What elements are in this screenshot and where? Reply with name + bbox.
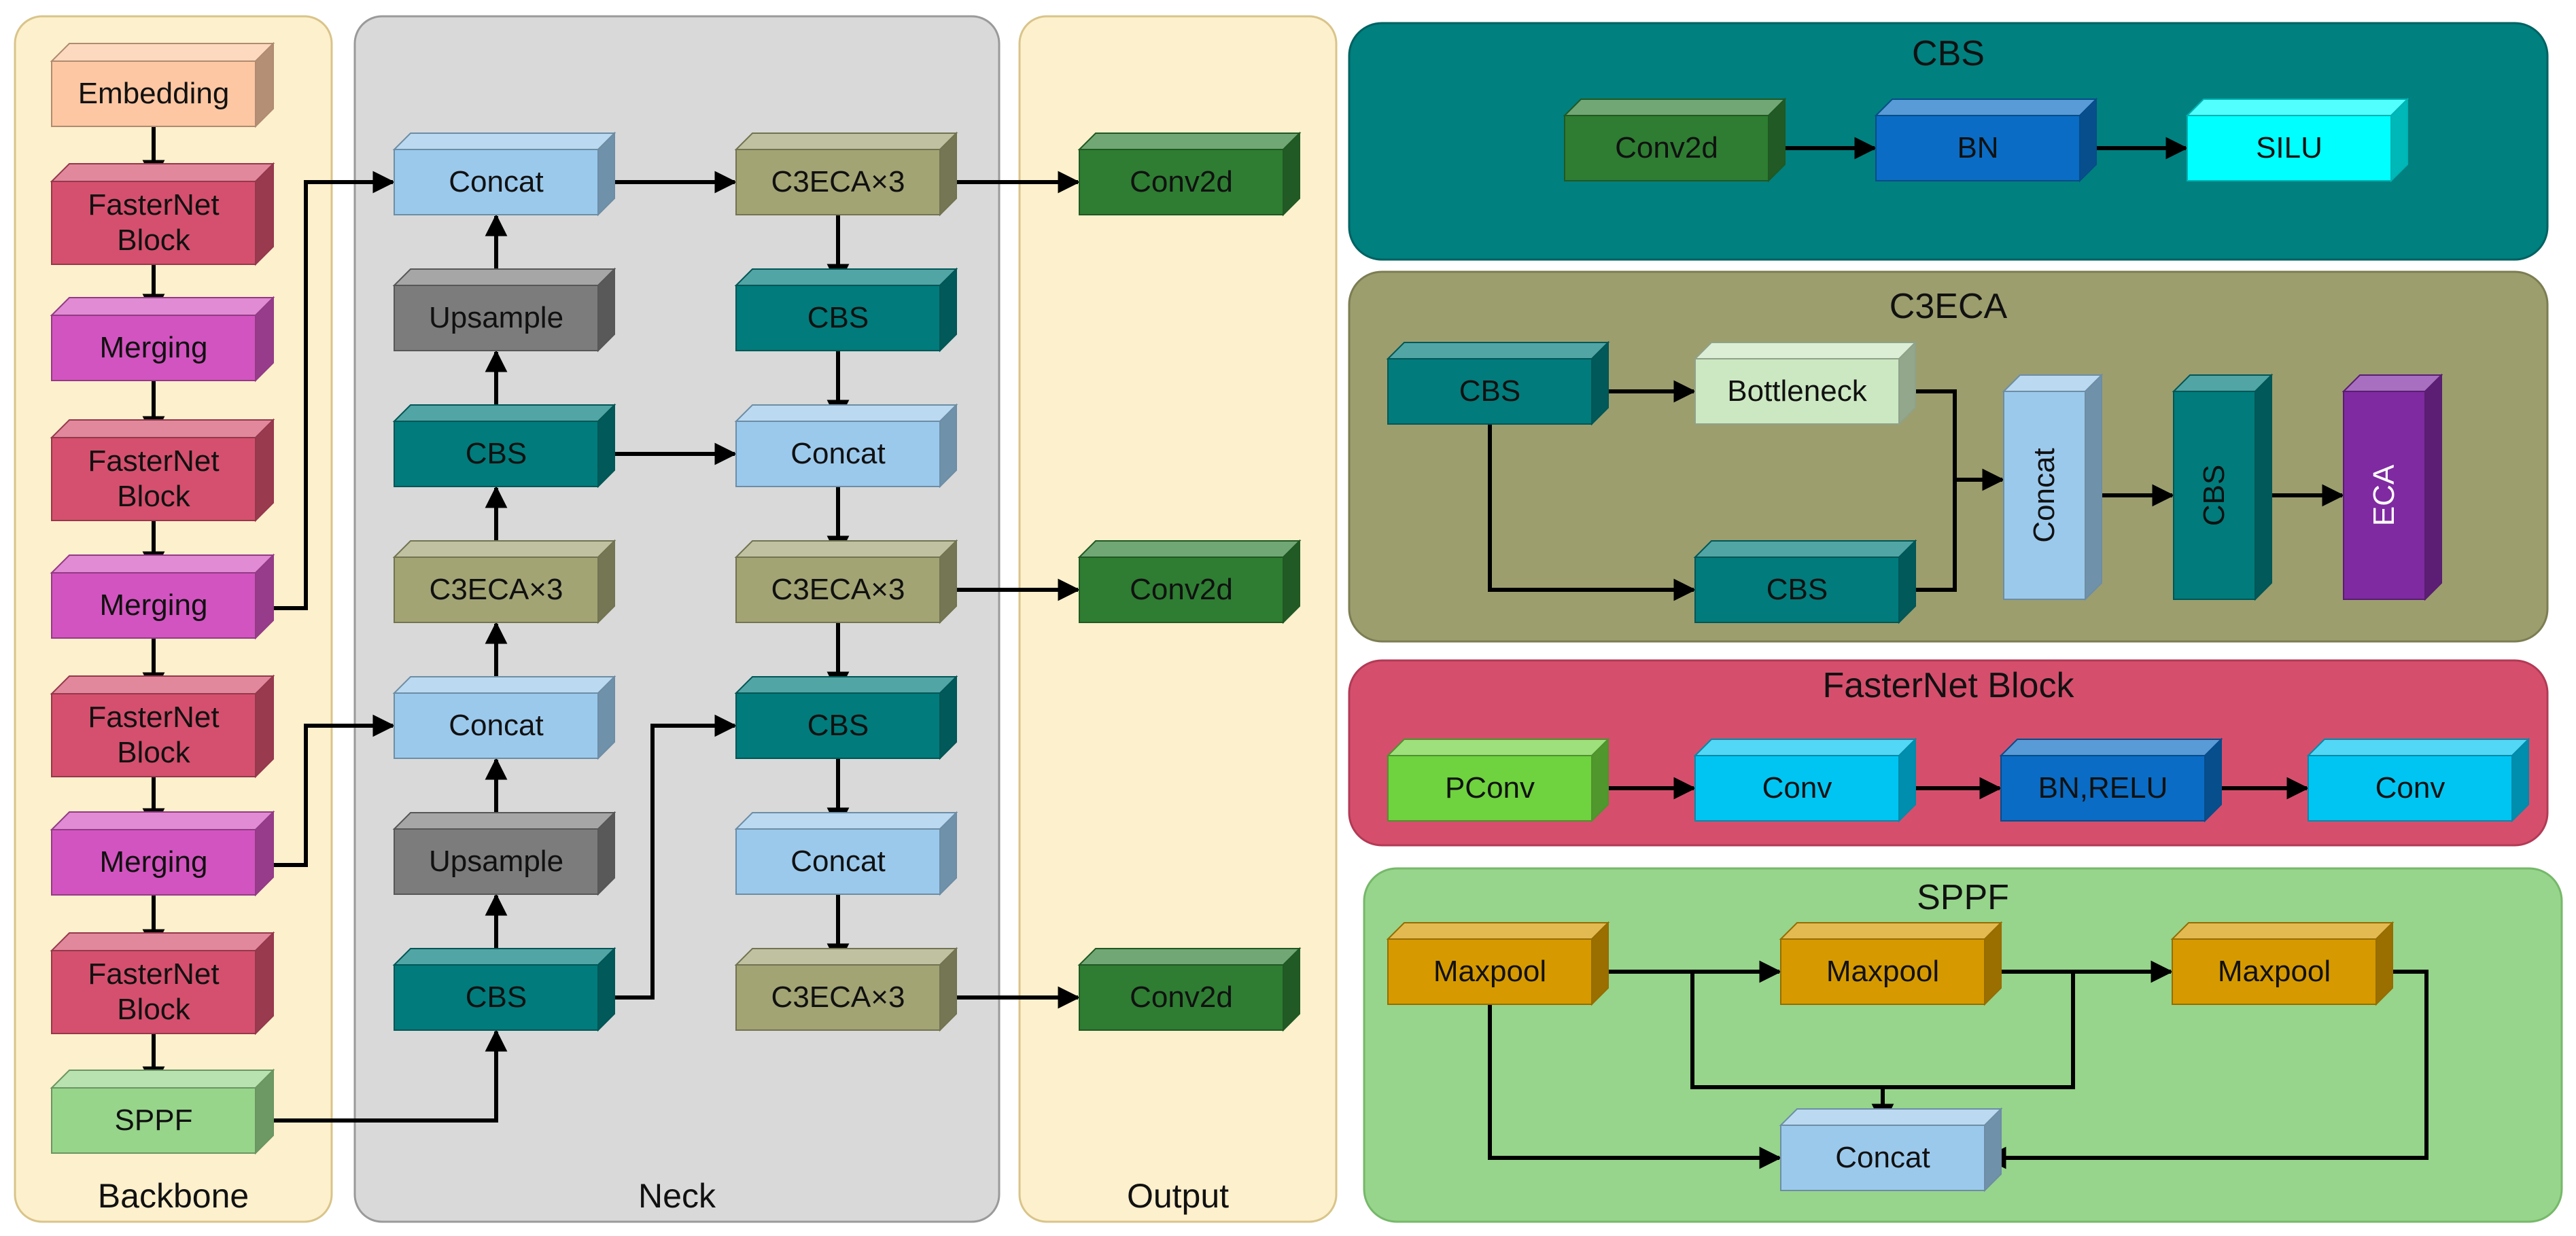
neck-c3eca-p3 (734, 947, 958, 1032)
cbs-detail-silu (2185, 97, 2409, 183)
fasternet-detail-conv1 (1693, 737, 1917, 823)
neck-concat-p2 (734, 811, 958, 896)
neck-concat2 (392, 675, 616, 760)
neck-c3eca1 (392, 539, 616, 624)
sppf-detail-arrow-mp3-concat (1983, 970, 2429, 1169)
backbone-embedding (50, 41, 275, 128)
link-sppf-cbs2 (256, 1029, 508, 1123)
neck-concat-p1 (734, 403, 958, 489)
neck-concat1 (392, 131, 616, 217)
c3eca-detail-eca (2342, 373, 2443, 601)
neck-c3eca-p2 (734, 539, 958, 624)
backbone-fasternet3 (50, 674, 275, 779)
neck-upsample1 (392, 267, 616, 353)
cbs-detail-bn (1874, 97, 2098, 183)
c3eca-detail-cbs-b (1693, 539, 1917, 624)
backbone-sppf (50, 1068, 275, 1155)
sppf-detail-concat (1779, 1107, 2003, 1193)
output-conv2 (1077, 539, 1302, 624)
neck-cbs1 (392, 403, 616, 489)
link-merging2-concat1 (256, 171, 396, 610)
c3eca-detail-cbs-c (2172, 373, 2274, 601)
c3eca-detail-merge-line (1899, 389, 1957, 592)
output-conv3 (1077, 947, 1302, 1032)
sppf-detail-maxpool2 (1779, 921, 2003, 1006)
neck-cbs2 (392, 947, 616, 1032)
backbone-merging3 (50, 810, 275, 897)
neck-cbs-p1 (734, 267, 958, 353)
neck-c3eca-p1 (734, 131, 958, 217)
c3eca-detail-concat (2002, 373, 2104, 601)
neck-upsample2 (392, 811, 616, 896)
backbone-merging2 (50, 553, 275, 640)
c3eca-detail-bottleneck (1693, 340, 1917, 426)
neck-cbs-p2 (734, 675, 958, 760)
c3eca-detail-cbs-a (1386, 340, 1610, 426)
fasternet-detail-pconv (1386, 737, 1610, 823)
backbone-fasternet1 (50, 162, 275, 266)
sppf-detail-maxpool1 (1386, 921, 1610, 1006)
backbone-fasternet2 (50, 418, 275, 523)
backbone-fasternet4 (50, 931, 275, 1036)
sppf-detail-arrow-mp1-concat (1488, 1004, 1782, 1169)
c3eca-detail-arrow-cbs-cbsb (1488, 424, 1696, 601)
link-merging3-concat2 (256, 714, 396, 867)
fasternet-detail-conv2 (2306, 737, 2530, 823)
output-conv1 (1077, 131, 1302, 217)
fasternet-panel (1348, 659, 2549, 847)
fasternet-detail-bnrelu (1999, 737, 2223, 823)
cbs-detail-conv2d (1563, 97, 1787, 183)
sppf-detail-maxpool3 (2170, 921, 2395, 1006)
backbone-merging1 (50, 296, 275, 383)
neck-arrow-cbs2-cbsp2 (598, 714, 737, 1000)
